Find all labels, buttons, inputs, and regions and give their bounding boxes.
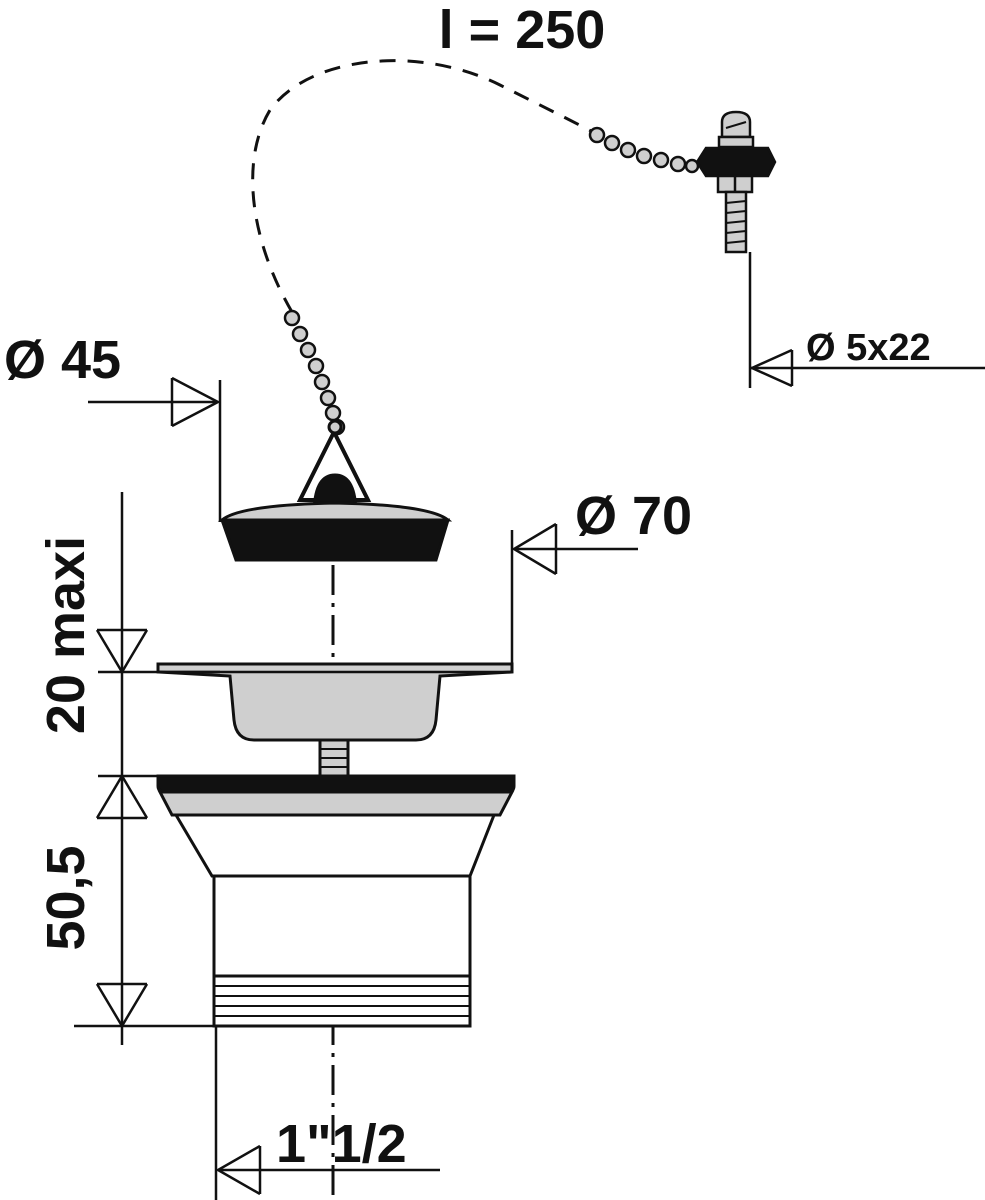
chain-length-label: l = 250 — [439, 0, 606, 60]
chain-beads-left — [283, 309, 346, 436]
height-dimensions — [74, 492, 220, 1045]
plug — [217, 419, 453, 562]
body-height-label: 50,5 — [36, 845, 96, 950]
plug-diameter-label: Ø 45 — [4, 330, 121, 390]
chain-dashed-line — [251, 59, 596, 313]
adjust-height-label: 20 maxi — [36, 536, 96, 734]
thread-dimension — [214, 1026, 440, 1200]
screw-dimension — [748, 252, 985, 388]
screw-spec-label: Ø 5x22 — [806, 327, 931, 369]
chain-anchor-screw — [695, 110, 777, 254]
chain — [251, 59, 700, 436]
grid-diameter-dimension — [510, 522, 638, 664]
chain-beads-right — [588, 126, 700, 174]
grid-diameter-label: Ø 70 — [575, 486, 692, 546]
plug-diameter-dimension — [88, 376, 222, 522]
thread-size-label: 1"1/2 — [276, 1114, 407, 1174]
strainer-grid — [156, 662, 514, 778]
drain-body — [156, 774, 516, 1028]
